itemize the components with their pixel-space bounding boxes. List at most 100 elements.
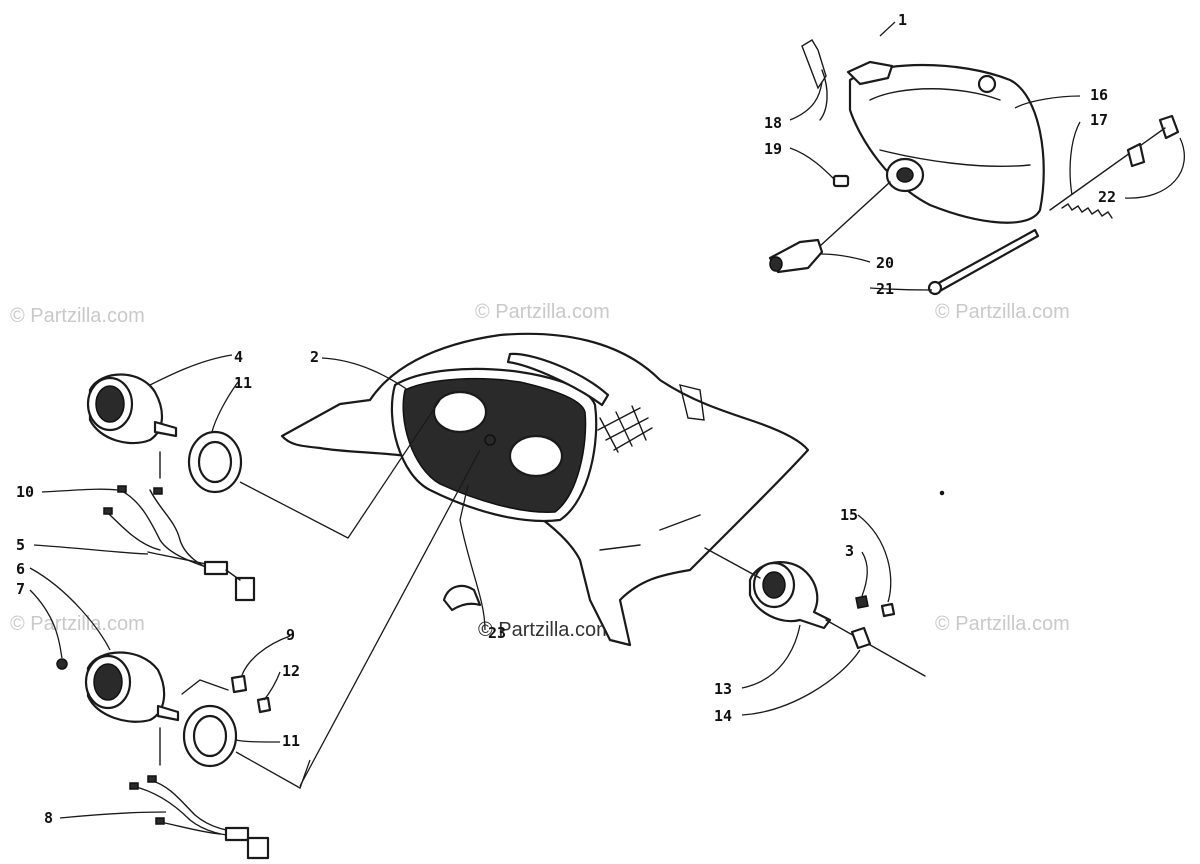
harness-connector-lower	[246, 836, 270, 860]
wire-clip	[801, 39, 827, 90]
harness-wire-b	[149, 489, 216, 573]
callout-19: 19	[764, 140, 782, 158]
callout-11-lower: 11	[282, 732, 300, 750]
grommet	[977, 74, 997, 94]
callout-21: 21	[876, 280, 894, 298]
gauge-stud-upper	[153, 420, 178, 438]
harness-wire-f	[131, 785, 241, 837]
callout-23: 23	[488, 624, 506, 642]
harness-sleeve-lower	[224, 826, 250, 842]
bulb-socket-hole	[896, 167, 914, 183]
assembly-line-lower	[235, 751, 311, 789]
leader-8	[59, 811, 167, 819]
callout-15: 15	[840, 506, 858, 524]
lower-harness-group	[59, 727, 270, 860]
screw	[832, 174, 850, 188]
callout-12: 12	[282, 662, 300, 680]
leader-18	[789, 81, 823, 121]
harness-wire-a	[119, 489, 216, 571]
callout-20: 20	[876, 254, 894, 272]
watermark-text: © Partzilla.com	[935, 301, 1070, 323]
headlight-bulb	[768, 238, 824, 274]
hood-side-vent	[679, 384, 705, 421]
leader-17	[1069, 121, 1081, 196]
nut-15	[880, 602, 896, 618]
callout-labels: 1 2 3 4 5 6 7 8 9 10 11 11 12 13 14 15 1…	[16, 11, 1116, 827]
bulb-7	[56, 658, 68, 670]
adjuster-plate	[1126, 142, 1146, 168]
leader-4	[149, 354, 233, 386]
watermark-text: © Partzilla.com	[475, 301, 610, 323]
light-axis-line	[704, 547, 761, 579]
harness-sleeve	[203, 560, 229, 576]
callout-14: 14	[714, 707, 732, 725]
leader-11-upper	[211, 381, 239, 433]
upper-harness-group	[33, 451, 256, 602]
leader-13	[741, 624, 801, 689]
leader-19	[789, 147, 836, 181]
leader-23	[459, 484, 486, 631]
callout-5: 5	[16, 536, 25, 554]
mount-bracket	[846, 60, 894, 86]
terminal	[153, 487, 163, 495]
callout-16: 16	[1090, 86, 1108, 104]
callout-17: 17	[1090, 111, 1108, 129]
lamp-socket-14	[850, 626, 872, 650]
bulb-axis-line	[819, 181, 891, 247]
harness-wire-h	[159, 821, 221, 835]
wire-clip-tail	[819, 69, 828, 121]
callout-9: 9	[286, 626, 295, 644]
callout-2: 2	[310, 348, 319, 366]
watermark-text-center: © Partzilla.com	[478, 619, 613, 641]
harness-wire-c	[104, 509, 161, 551]
leader-14	[741, 649, 861, 716]
harness-wire-e	[225, 569, 241, 581]
watermark-text: © Partzilla.com	[935, 613, 1070, 635]
callout-11-upper: 11	[234, 374, 252, 392]
gauge-opening-left	[432, 390, 488, 434]
gauge-dial-upper	[95, 385, 125, 423]
gauge-dial-lower	[93, 663, 123, 701]
leader-10	[41, 488, 119, 493]
leader-22	[1124, 137, 1185, 199]
leader-7	[29, 589, 63, 659]
callout-8: 8	[44, 809, 53, 827]
assembly-line-upper	[239, 399, 441, 539]
leader-9	[241, 635, 291, 676]
terminal	[117, 485, 127, 493]
speck	[939, 490, 945, 496]
console-panel	[280, 332, 810, 787]
bracket-link	[181, 679, 229, 695]
watermarks: © Partzilla.com © Partzilla.com © Partzi…	[10, 301, 1070, 641]
terminal	[129, 782, 139, 790]
leader-20	[819, 253, 871, 263]
hood-contour	[599, 514, 701, 551]
harness-wire-d	[147, 551, 211, 566]
leader-1	[879, 21, 896, 37]
adjuster-nut	[1158, 114, 1180, 140]
leader-center-line	[299, 449, 481, 787]
leader-12	[263, 671, 281, 701]
watermark-text: © Partzilla.com	[10, 613, 145, 635]
leader-16	[1014, 95, 1081, 109]
leader-15	[857, 514, 892, 603]
leader-3	[861, 551, 868, 597]
adjusting-screw-head	[927, 280, 943, 296]
headlight-assembly	[768, 21, 1185, 296]
watermark-text: © Partzilla.com	[10, 305, 145, 327]
leader-5	[33, 544, 149, 555]
adjuster-axis	[1049, 127, 1166, 211]
callout-13: 13	[714, 680, 732, 698]
callout-1: 1	[898, 11, 907, 29]
leader-21	[869, 287, 933, 291]
bezel-ring-lower-inner	[192, 714, 228, 758]
leader-2	[321, 357, 409, 391]
callout-6: 6	[16, 560, 25, 578]
callout-3: 3	[845, 542, 854, 560]
callout-4: 4	[234, 348, 243, 366]
grommet-23	[442, 584, 482, 612]
callout-22: 22	[1098, 188, 1116, 206]
adjusting-spring	[1061, 203, 1113, 219]
callout-10: 10	[16, 483, 34, 501]
